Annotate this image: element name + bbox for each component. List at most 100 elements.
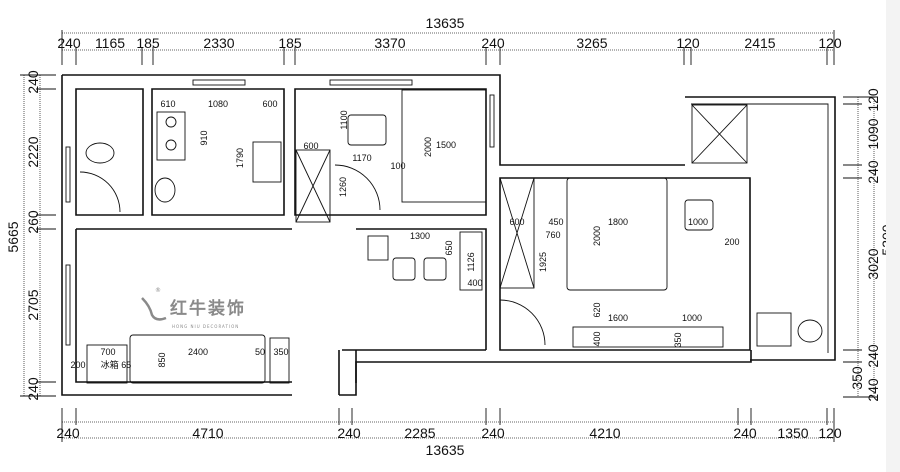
dim-label: 1165 <box>95 35 125 51</box>
cabinet <box>459 231 483 291</box>
dim-label: 240 <box>733 425 757 441</box>
dim-label: 2705 <box>25 289 41 320</box>
logo-subtext: HONG NIU DECORATION <box>172 324 239 329</box>
dim-label: 冰箱 65 <box>101 359 132 370</box>
armchair-icon <box>684 199 714 231</box>
dim-label: 400 <box>592 331 602 346</box>
dim-label: 610 <box>160 99 175 109</box>
logo-watermark: ® 红牛装饰 HONG NIU DECORATION <box>141 287 246 329</box>
right-dimensions: 120 1090 240 3020 240 350 240 5300 <box>843 88 895 402</box>
fixtures <box>79 89 823 384</box>
dim-label: 910 <box>199 130 209 145</box>
dim-label: 240 <box>865 378 881 402</box>
dim-label: 120 <box>818 425 842 441</box>
dim-label: 50 <box>255 347 265 357</box>
armchair-icon <box>347 114 387 146</box>
dim-label: 1080 <box>208 99 228 109</box>
side-cabinet <box>269 337 290 384</box>
dim-label: 185 <box>136 35 160 51</box>
stove-icon <box>156 111 186 161</box>
dim-label: 240 <box>57 35 81 51</box>
dim-total-top: 13635 <box>426 15 465 31</box>
bedroom1-dimensions: 1100 600 1170 100 2000 1500 1260 <box>303 110 456 197</box>
dim-label: 600 <box>303 141 318 151</box>
dim-label: 620 <box>592 302 602 317</box>
dim-label: 1350 <box>777 425 808 441</box>
dim-label: 350 <box>273 347 288 357</box>
dim-label: 850 <box>157 352 167 367</box>
logo-registered: ® <box>155 287 161 294</box>
dim-label: 240 <box>865 344 881 368</box>
dim-label: 600 <box>509 217 524 227</box>
tv-cabinet <box>572 326 724 348</box>
dim-label: 2220 <box>25 136 41 167</box>
dim-label: 240 <box>481 35 505 51</box>
washbasin-icon <box>797 319 823 343</box>
dim-label: 3265 <box>576 35 607 51</box>
dim-label: 100 <box>390 161 405 171</box>
fridge-icon <box>86 344 128 384</box>
dim-label: 2330 <box>203 35 234 51</box>
dim-total-left: 5665 <box>5 221 21 252</box>
dim-label: 700 <box>100 347 115 357</box>
dim-label: 1925 <box>538 252 548 272</box>
kitchen-dimensions: 610 1080 600 910 1790 <box>160 99 277 168</box>
toilet-icon <box>85 142 115 164</box>
dim-label: 2000 <box>592 226 602 246</box>
dim-label: 1170 <box>352 153 371 163</box>
dim-label: 2285 <box>404 425 435 441</box>
dining-dimensions: 1300 650 1126 400 <box>410 231 483 288</box>
dim-label: 240 <box>337 425 361 441</box>
dim-label: 2400 <box>188 347 208 357</box>
dim-label: 240 <box>25 377 41 401</box>
dim-label: 1600 <box>608 313 628 323</box>
dim-total-bottom: 13635 <box>426 442 465 458</box>
dim-label: 600 <box>262 99 277 109</box>
dim-label: 400 <box>467 278 482 288</box>
dim-label: 1800 <box>608 217 628 227</box>
dim-label: 200 <box>724 237 739 247</box>
dim-label: 240 <box>56 425 80 441</box>
top-dimensions: 13635 240 1165 185 2330 185 3370 240 326… <box>57 15 842 65</box>
bed-icon <box>401 89 487 203</box>
dim-label: 450 <box>548 217 563 227</box>
dim-label: 1126 <box>466 252 476 271</box>
wardrobe <box>295 149 331 223</box>
dim-label: 260 <box>25 210 41 234</box>
dim-label: 1090 <box>865 118 881 149</box>
storage-cabinet <box>691 104 748 164</box>
sofa-icon <box>129 334 266 384</box>
dim-label: 1790 <box>235 148 245 168</box>
scrollbar-strip <box>886 0 900 472</box>
dim-label: 120 <box>865 88 881 112</box>
bottom-dimensions: 240 4710 240 2285 240 4210 240 1350 120 … <box>56 408 842 458</box>
dim-label: 1500 <box>436 140 456 150</box>
dim-label: 1300 <box>410 231 430 241</box>
dim-label: 240 <box>865 160 881 184</box>
dim-label: 185 <box>278 35 302 51</box>
dim-label: 1260 <box>338 177 348 197</box>
dim-label: 4210 <box>589 425 620 441</box>
dim-label: 350 <box>673 332 683 347</box>
sink-icon <box>252 141 282 183</box>
dim-label: 240 <box>481 425 505 441</box>
dim-label: 2415 <box>744 35 775 51</box>
dim-label: 3020 <box>865 248 881 279</box>
bedroom2-dimensions: 600 450 1800 1000 760 2000 200 1925 620 … <box>509 217 739 348</box>
bed-icon <box>566 177 668 291</box>
dim-label: 1100 <box>339 110 349 129</box>
dim-label: 4710 <box>192 425 223 441</box>
dim-label: 760 <box>545 230 560 240</box>
dim-label: 3370 <box>374 35 405 51</box>
dim-label: 1000 <box>682 313 702 323</box>
washing-machine-icon <box>756 312 792 347</box>
dining-chair-icon <box>367 235 389 261</box>
wardrobe <box>499 177 535 289</box>
door-swing <box>79 171 121 213</box>
logo-text: 红牛装饰 <box>170 298 246 319</box>
dim-label: 200 <box>70 360 85 370</box>
dim-label: 650 <box>444 240 454 255</box>
dim-label: 350 <box>849 366 865 390</box>
left-dimensions: 5665 240 2220 260 2705 240 <box>5 70 56 401</box>
dim-label: 120 <box>818 35 842 51</box>
